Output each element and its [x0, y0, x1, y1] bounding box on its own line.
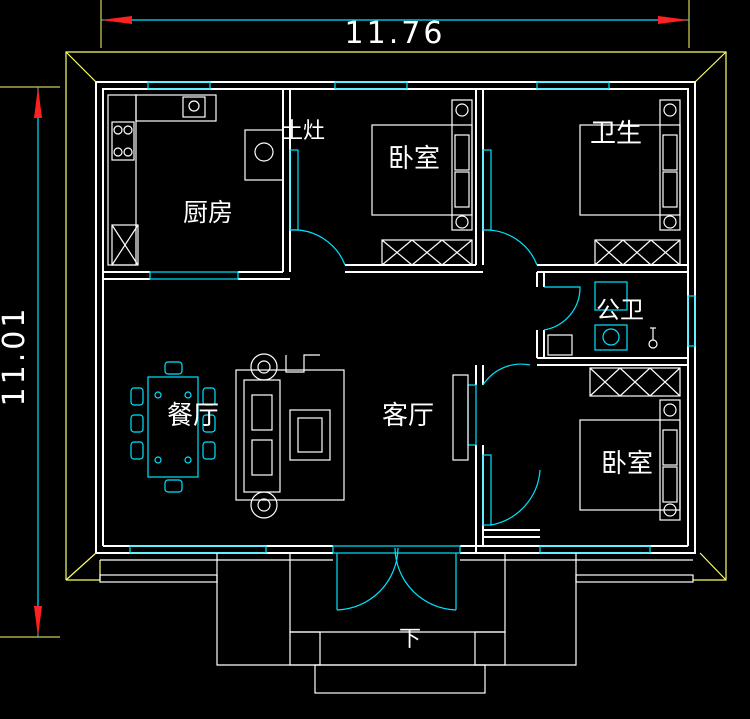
bedroom-bottom-right-label: 卧室 — [601, 449, 653, 479]
kitchen-fixtures — [107, 94, 284, 266]
sofa-set — [235, 353, 345, 519]
tv-cabinet — [452, 374, 469, 461]
bedroom-top-center-label: 卧室 — [388, 144, 440, 174]
bed-top-right — [579, 99, 681, 266]
dining-label: 餐厅 — [167, 401, 219, 431]
dining-table — [130, 361, 216, 493]
dimension-top: 11.76 — [100, 0, 690, 51]
roof-outline — [65, 51, 727, 581]
stove-label: 土灶 — [281, 119, 325, 144]
kitchen-label: 厨房 — [183, 198, 233, 227]
bathroom-fixtures — [547, 281, 658, 356]
bedroom-top-right-label: 卫生 — [590, 119, 642, 149]
dimension-left: 11.01 — [0, 86, 60, 638]
room-labels: 厨房 土灶 卧室 卫生 公卫 餐厅 客厅 卧室 下 — [167, 119, 653, 652]
living-label: 客厅 — [382, 401, 434, 431]
bathroom-label: 公卫 — [596, 296, 644, 324]
windows — [129, 81, 696, 554]
bed-top-center — [371, 99, 473, 266]
dimension-width-label: 11.76 — [345, 16, 446, 51]
doors — [289, 149, 581, 611]
stairs-down-label: 下 — [399, 627, 421, 652]
bed-bottom-right — [579, 367, 681, 521]
porch — [99, 553, 694, 694]
dimension-height-label: 11.01 — [0, 306, 32, 407]
